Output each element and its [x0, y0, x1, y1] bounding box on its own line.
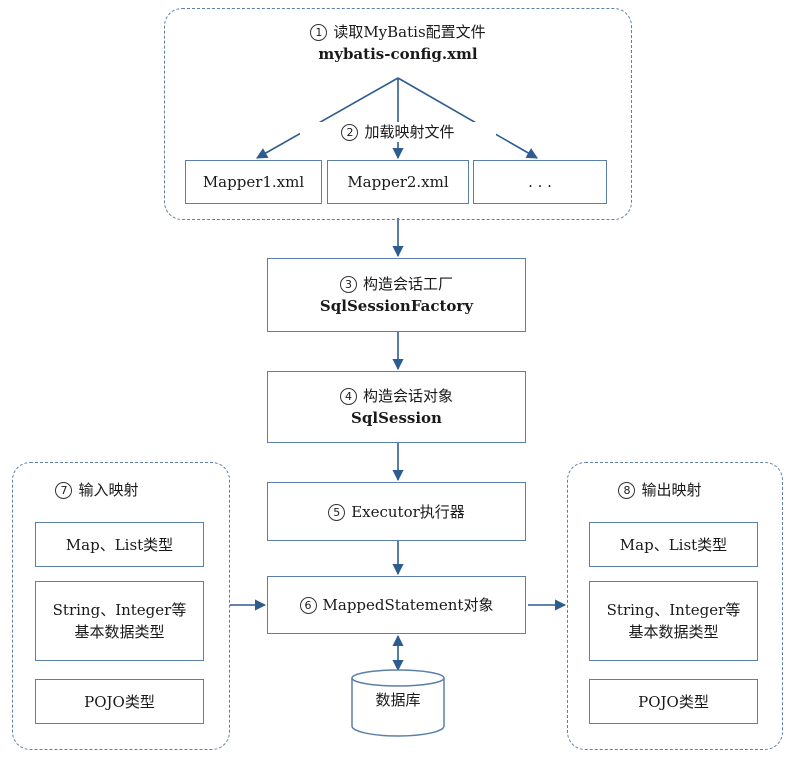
step1-number: 1: [310, 24, 328, 41]
step1-title-text: 读取MyBatis配置文件: [333, 23, 486, 41]
step2-title-text: 加载映射文件: [364, 123, 455, 141]
mapper1-box: Mapper1.xml: [185, 160, 322, 204]
input-basic-types-line2: 基本数据类型: [74, 623, 165, 641]
step2-title: 2 加载映射文件: [300, 122, 496, 142]
step7-number: 7: [55, 482, 73, 499]
step2-number: 2: [341, 124, 359, 141]
input-map-list-label: Map、List类型: [65, 535, 174, 554]
output-map-list-label: Map、List类型: [619, 535, 728, 554]
input-map-list-box: Map、List类型: [35, 522, 204, 567]
step4-name: SqlSession: [351, 409, 442, 427]
step5-box: 5 Executor执行器: [267, 482, 526, 541]
step3-name: SqlSessionFactory: [319, 297, 474, 315]
database-icon: [351, 669, 445, 737]
config-group: [164, 8, 632, 220]
database-label: 数据库: [375, 691, 421, 709]
output-mapping-group: [567, 462, 783, 750]
step3-title-text: 构造会话工厂: [362, 275, 453, 293]
input-pojo-box: POJO类型: [35, 679, 204, 724]
input-basic-types-line1: String、Integer等: [52, 601, 187, 619]
input-basic-types-box: String、Integer等 基本数据类型: [35, 581, 204, 661]
output-basic-types-line2: 基本数据类型: [628, 623, 719, 641]
step1-title: 1 读取MyBatis配置文件: [164, 22, 632, 42]
step5-title: 5 Executor执行器: [328, 501, 465, 523]
step6-box: 6 MappedStatement对象: [267, 576, 526, 634]
step4-number: 4: [339, 388, 357, 405]
output-basic-types-line1: String、Integer等: [606, 601, 741, 619]
output-basic-types-box: String、Integer等 基本数据类型: [589, 581, 758, 661]
step3-box: 3 构造会话工厂 SqlSessionFactory: [267, 258, 526, 332]
mapper-more-label: . . .: [528, 173, 552, 191]
arrow-config-to-mapper-more: [397, 77, 538, 159]
mapper-more-box: . . .: [473, 160, 607, 204]
step6-number: 6: [299, 597, 317, 614]
step6-title-text: MappedStatement对象: [322, 596, 494, 614]
step3-title: 3 构造会话工厂: [339, 273, 453, 295]
mapper2-box: Mapper2.xml: [327, 160, 469, 204]
output-pojo-box: POJO类型: [589, 679, 758, 724]
output-map-list-box: Map、List类型: [589, 522, 758, 567]
step5-number: 5: [328, 503, 346, 521]
step7-title-text: 输入映射: [78, 481, 139, 499]
step7-title: 7 输入映射: [12, 480, 182, 500]
step3-number: 3: [339, 276, 357, 293]
step8-title-text: 输出映射: [641, 481, 702, 499]
step8-title: 8 输出映射: [575, 480, 745, 500]
input-mapping-group: [12, 462, 230, 750]
mapper1-label: Mapper1.xml: [202, 173, 305, 191]
input-pojo-label: POJO类型: [84, 692, 155, 711]
output-pojo-label: POJO类型: [638, 692, 709, 711]
step4-title-text: 构造会话对象: [362, 387, 453, 405]
arrow-config-to-mapper1: [256, 77, 399, 159]
step4-box: 4 构造会话对象 SqlSession: [267, 371, 526, 443]
step5-title-text: Executor执行器: [351, 502, 465, 521]
step8-number: 8: [618, 482, 636, 499]
step4-title: 4 构造会话对象: [339, 385, 453, 407]
config-filename: mybatis-config.xml: [318, 45, 478, 63]
mapper2-label: Mapper2.xml: [347, 173, 449, 191]
step6-title: 6 MappedStatement对象: [299, 594, 494, 616]
